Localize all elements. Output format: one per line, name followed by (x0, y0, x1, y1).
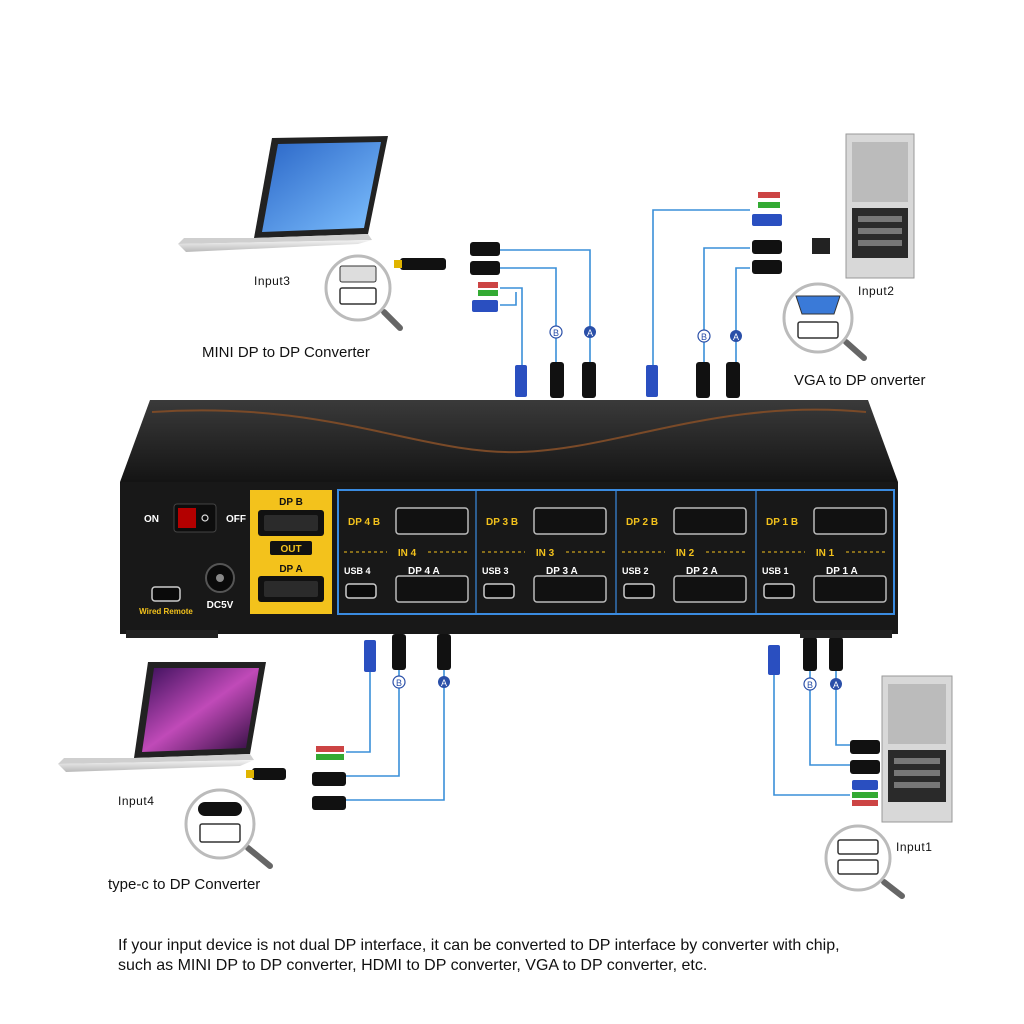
usb-port (345, 583, 377, 599)
magnifier-typec (184, 788, 273, 869)
out-label: OUT (280, 544, 301, 555)
magnifier-usb (824, 824, 905, 899)
in-label: IN 2 (676, 548, 695, 559)
footnote-line1: If your input device is not dual DP inte… (118, 937, 840, 954)
dp-a-out-label: DP A (279, 564, 302, 575)
dp-b-label: DP 3 B (486, 517, 518, 528)
magnifier-mini-dp (324, 254, 403, 331)
input3-label: Input3 (254, 274, 291, 288)
dp-b-out-label: DP B (279, 497, 303, 508)
typec-converter-label: type-c to DP Converter (108, 876, 261, 893)
off-label: OFF (226, 514, 246, 525)
dc-label: DC5V (207, 600, 234, 611)
badge-a-bottom-right: A (830, 678, 842, 690)
bottom-connectors (246, 634, 880, 810)
cables (346, 209, 850, 801)
dp-b-port (395, 507, 469, 535)
input-port-column-2: DP 2 B IN 2 USB 2 DP 2 A (622, 507, 748, 603)
svg-text:B: B (807, 680, 813, 690)
dp-a-port (533, 575, 607, 603)
input-port-column-3: DP 3 B IN 3 USB 3 DP 3 A (482, 507, 608, 603)
laptop-input4 (58, 662, 266, 772)
badge-b-top-right: B (697, 329, 711, 343)
in-label: IN 3 (536, 548, 555, 559)
tower-pc-input2 (845, 133, 915, 279)
usb-label: USB 3 (482, 566, 509, 576)
footnote: If your input device is not dual DP inte… (118, 936, 958, 976)
input-port-column-1: DP 1 B IN 1 USB 1 DP 1 A (762, 507, 888, 603)
tower-pc-input1 (881, 675, 953, 823)
svg-text:A: A (833, 680, 839, 690)
laptop-input3 (178, 136, 388, 252)
footnote-line2: such as MINI DP to DP converter, HDMI to… (118, 957, 708, 974)
magnifier-vga (782, 282, 867, 361)
badge-b-bottom-left: B (392, 675, 406, 689)
top-connectors (394, 192, 830, 398)
svg-text:B: B (553, 328, 559, 338)
badge-b-top-left: B (549, 325, 563, 339)
dp-b-port (673, 507, 747, 535)
dp-b-label: DP 4 B (348, 517, 380, 528)
input2-label: Input2 (858, 284, 895, 298)
dp-a-label: DP 3 A (546, 566, 578, 577)
usb-port (623, 583, 655, 599)
cable-badges: B A B A B A B A (392, 325, 842, 691)
badge-a-top-left: A (584, 326, 596, 338)
mini-dp-converter-label: MINI DP to DP Converter (202, 344, 370, 361)
dp-b-port (813, 507, 887, 535)
input-port-column-4: DP 4 B IN 4 USB 4 DP 4 A (344, 507, 470, 603)
dp-b-label: DP 1 B (766, 517, 798, 528)
usb-port (483, 583, 515, 599)
svg-text:B: B (396, 678, 402, 688)
dp-b-port (533, 507, 607, 535)
usb-port (763, 583, 795, 599)
svg-text:B: B (701, 332, 707, 342)
in-label: IN 4 (398, 548, 417, 559)
svg-text:A: A (441, 678, 447, 688)
input1-label: Input1 (896, 840, 933, 854)
wired-remote-label: Wired Remote (139, 607, 193, 616)
usb-label: USB 2 (622, 566, 649, 576)
dp-a-label: DP 2 A (686, 566, 718, 577)
dp-a-label: DP 1 A (826, 566, 858, 577)
dp-a-port (395, 575, 469, 603)
dp-a-port (813, 575, 887, 603)
dp-b-label: DP 2 B (626, 517, 658, 528)
usb-label: USB 1 (762, 566, 789, 576)
badge-a-top-right: A (730, 330, 742, 342)
in-label: IN 1 (816, 548, 835, 559)
dp-a-port (673, 575, 747, 603)
dp-a-label: DP 4 A (408, 566, 440, 577)
svg-text:A: A (733, 332, 739, 342)
svg-text:A: A (587, 328, 593, 338)
on-label: ON (144, 514, 159, 525)
usb-label: USB 4 (344, 566, 371, 576)
wired-remote-port (151, 586, 181, 602)
badge-b-bottom-right: B (803, 677, 817, 691)
input4-label: Input4 (118, 794, 155, 808)
badge-a-bottom-left: A (438, 676, 450, 688)
vga-converter-label: VGA to DP onverter (794, 372, 926, 389)
